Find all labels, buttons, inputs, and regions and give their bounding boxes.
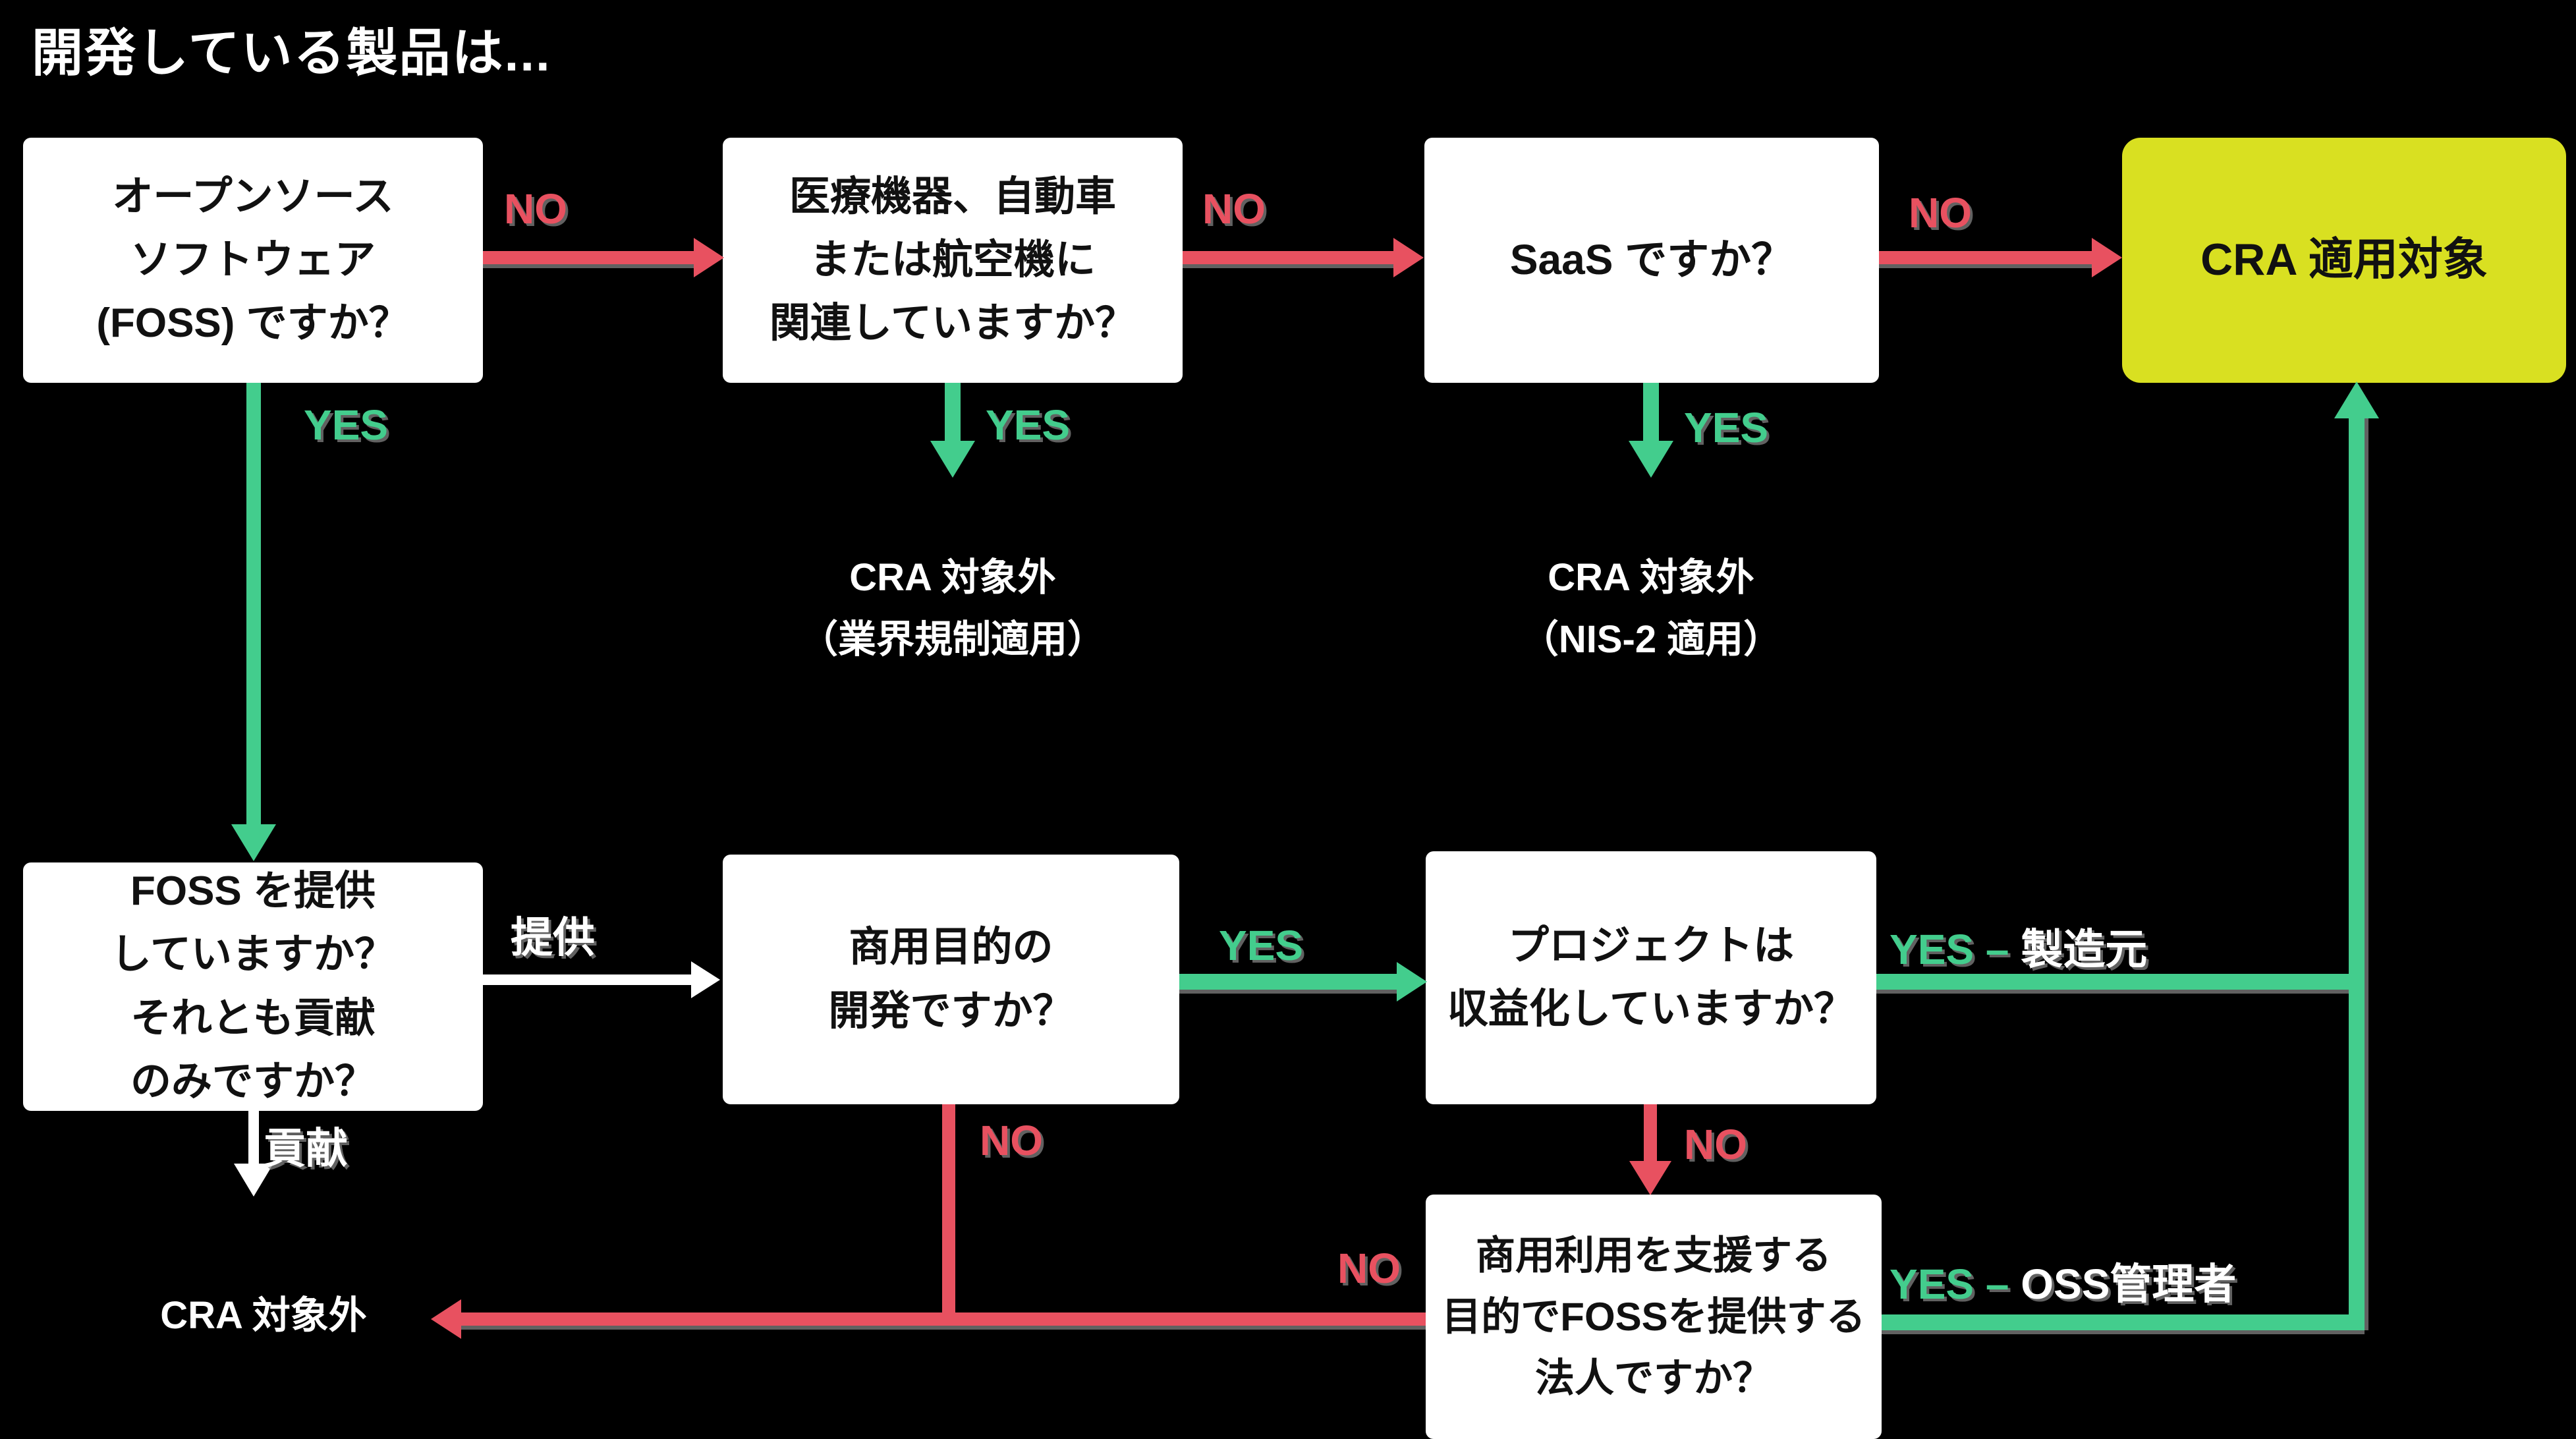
node-monetized-question-line: 収益化していますか？ xyxy=(1447,986,1855,1032)
node-provide-question-line: のみですか？ xyxy=(130,1058,376,1104)
node-provide-question-line: それとも貢献 xyxy=(130,995,376,1041)
outcome-excluded-line: CRA 対象外 xyxy=(160,1294,367,1337)
edge-label-yes-monetized-prefix: YES – xyxy=(1890,926,2009,973)
outcome-industry-regulation-line: （業界規制適用） xyxy=(799,617,1106,661)
node-foss-question-line: (FOSS) ですか？ xyxy=(96,300,410,347)
arrow-regulated-no-shaft xyxy=(1183,251,1395,264)
edge-label-no-commercial: NO xyxy=(980,1117,1043,1164)
node-foss-question-line: オープンソース xyxy=(112,173,394,219)
edge-label-no-monetized: NO xyxy=(1684,1121,1747,1168)
arrow-foss-no-head xyxy=(694,238,724,277)
node-saas-question-line: SaaS ですか？ xyxy=(1509,236,1794,284)
node-commercial-question-line: 商用目的の xyxy=(849,924,1053,971)
edge-label-no-saas: NO xyxy=(1909,189,1972,237)
node-foss-question: オープンソース ソフトウェア (FOSS) ですか？ xyxy=(23,138,483,383)
line-entity-yes-shaft xyxy=(1882,1314,2365,1330)
node-commercial-question: 商用目的の 開発ですか？ xyxy=(723,855,1179,1104)
arrow-saas-no-head xyxy=(2092,238,2122,277)
edge-label-yes-monetized-role: 製造元 xyxy=(2021,926,2148,973)
arrow-foss-yes-shaft xyxy=(246,383,261,826)
outcome-excluded: CRA 対象外 xyxy=(125,1285,402,1347)
arrow-saas-yes-head xyxy=(1629,441,1673,478)
arrow-regulated-no-head xyxy=(1393,238,1424,277)
node-saas-question: SaaS ですか？ xyxy=(1424,138,1879,383)
node-cra-in-scope: CRA 適用対象 xyxy=(2122,138,2566,383)
arrow-provide-head xyxy=(691,961,720,998)
edge-label-yes-entity-prefix: YES – xyxy=(1890,1260,2009,1308)
edge-label-yes-entity: YES – OSS管理者 xyxy=(1890,1251,2236,1311)
edge-label-yes-foss: YES xyxy=(304,401,389,449)
line-monetized-yes-shaft xyxy=(1876,974,2365,990)
node-provide-question-line: していますか？ xyxy=(110,932,396,978)
arrow-entity-no-shaft xyxy=(461,1312,1426,1326)
edge-label-no-regulated: NO xyxy=(1202,185,1266,233)
node-legal-entity-question-line: 目的でFOSSを提供する xyxy=(1442,1295,1866,1339)
node-provide-question: FOSS を提供 していますか？ それとも貢献 のみですか？ xyxy=(23,862,483,1111)
line-yes-trunk-vertical xyxy=(2349,418,2365,1330)
node-legal-entity-question-line: 商用利用を支援する xyxy=(1476,1233,1832,1278)
arrow-entity-no-head xyxy=(431,1299,461,1339)
outcome-industry-regulation: CRA 対象外 （業界規制適用） xyxy=(755,547,1150,671)
outcome-nis2-line: CRA 対象外 xyxy=(1548,556,1754,599)
arrow-provide-shaft xyxy=(483,974,692,985)
node-cra-in-scope-line: CRA 適用対象 xyxy=(2200,235,2488,285)
edge-label-yes-saas: YES xyxy=(1684,404,1769,451)
outcome-industry-regulation-line: CRA 対象外 xyxy=(849,556,1056,599)
node-legal-entity-question: 商用利用を支援する 目的でFOSSを提供する 法人ですか？ xyxy=(1426,1195,1882,1439)
arrow-contribute-shaft xyxy=(248,1111,259,1165)
arrow-regulated-yes-shaft xyxy=(945,383,961,442)
arrow-commercial-yes-head xyxy=(1397,962,1427,1002)
arrow-regulated-yes-head xyxy=(930,441,975,478)
node-legal-entity-question-line: 法人ですか？ xyxy=(1535,1356,1772,1400)
arrow-monetized-no-head xyxy=(1629,1161,1671,1195)
edge-label-yes-commercial: YES xyxy=(1219,922,1304,969)
edge-label-no-foss: NO xyxy=(504,185,567,233)
arrow-foss-yes-head xyxy=(231,824,276,861)
edge-label-yes-regulated: YES xyxy=(986,401,1071,449)
node-regulated-question-line: 関連していますか？ xyxy=(769,300,1136,347)
arrow-monetized-no-shaft xyxy=(1644,1104,1657,1162)
node-monetized-question: プロジェクトは 収益化していますか？ xyxy=(1426,851,1876,1104)
edge-label-yes-entity-role: OSS管理者 xyxy=(2021,1260,2237,1308)
node-monetized-question-line: プロジェクトは xyxy=(1507,922,1794,969)
node-regulated-question-line: または航空機に xyxy=(809,237,1096,283)
node-regulated-question-line: 医療機器、自動車 xyxy=(789,173,1116,219)
edge-label-yes-monetized: YES – 製造元 xyxy=(1890,916,2147,976)
arrow-contribute-head xyxy=(234,1164,273,1197)
outcome-nis2-line: （NIS-2 適用） xyxy=(1520,617,1782,661)
edge-label-provide: 提供 xyxy=(511,914,595,961)
arrow-commercial-yes-shaft xyxy=(1179,974,1398,990)
arrow-commercial-no-shaft xyxy=(942,1104,955,1322)
node-provide-question-line: FOSS を提供 xyxy=(130,868,376,915)
arrow-saas-yes-shaft xyxy=(1643,383,1659,442)
page-title: 開発している製品は... xyxy=(32,24,551,82)
edge-label-contribute: 貢献 xyxy=(264,1125,348,1172)
outcome-nis2: CRA 対象外 （NIS-2 適用） xyxy=(1453,547,1849,671)
node-foss-question-line: ソフトウェア xyxy=(130,237,376,283)
edge-label-no-entity: NO xyxy=(1337,1245,1401,1292)
node-regulated-question: 医療機器、自動車 または航空機に 関連していますか？ xyxy=(723,138,1183,383)
arrow-saas-no-shaft xyxy=(1879,251,2093,264)
arrow-foss-no-shaft xyxy=(483,251,695,264)
node-commercial-question-line: 開発ですか？ xyxy=(828,988,1074,1034)
arrow-yes-trunk-head xyxy=(2334,381,2379,418)
